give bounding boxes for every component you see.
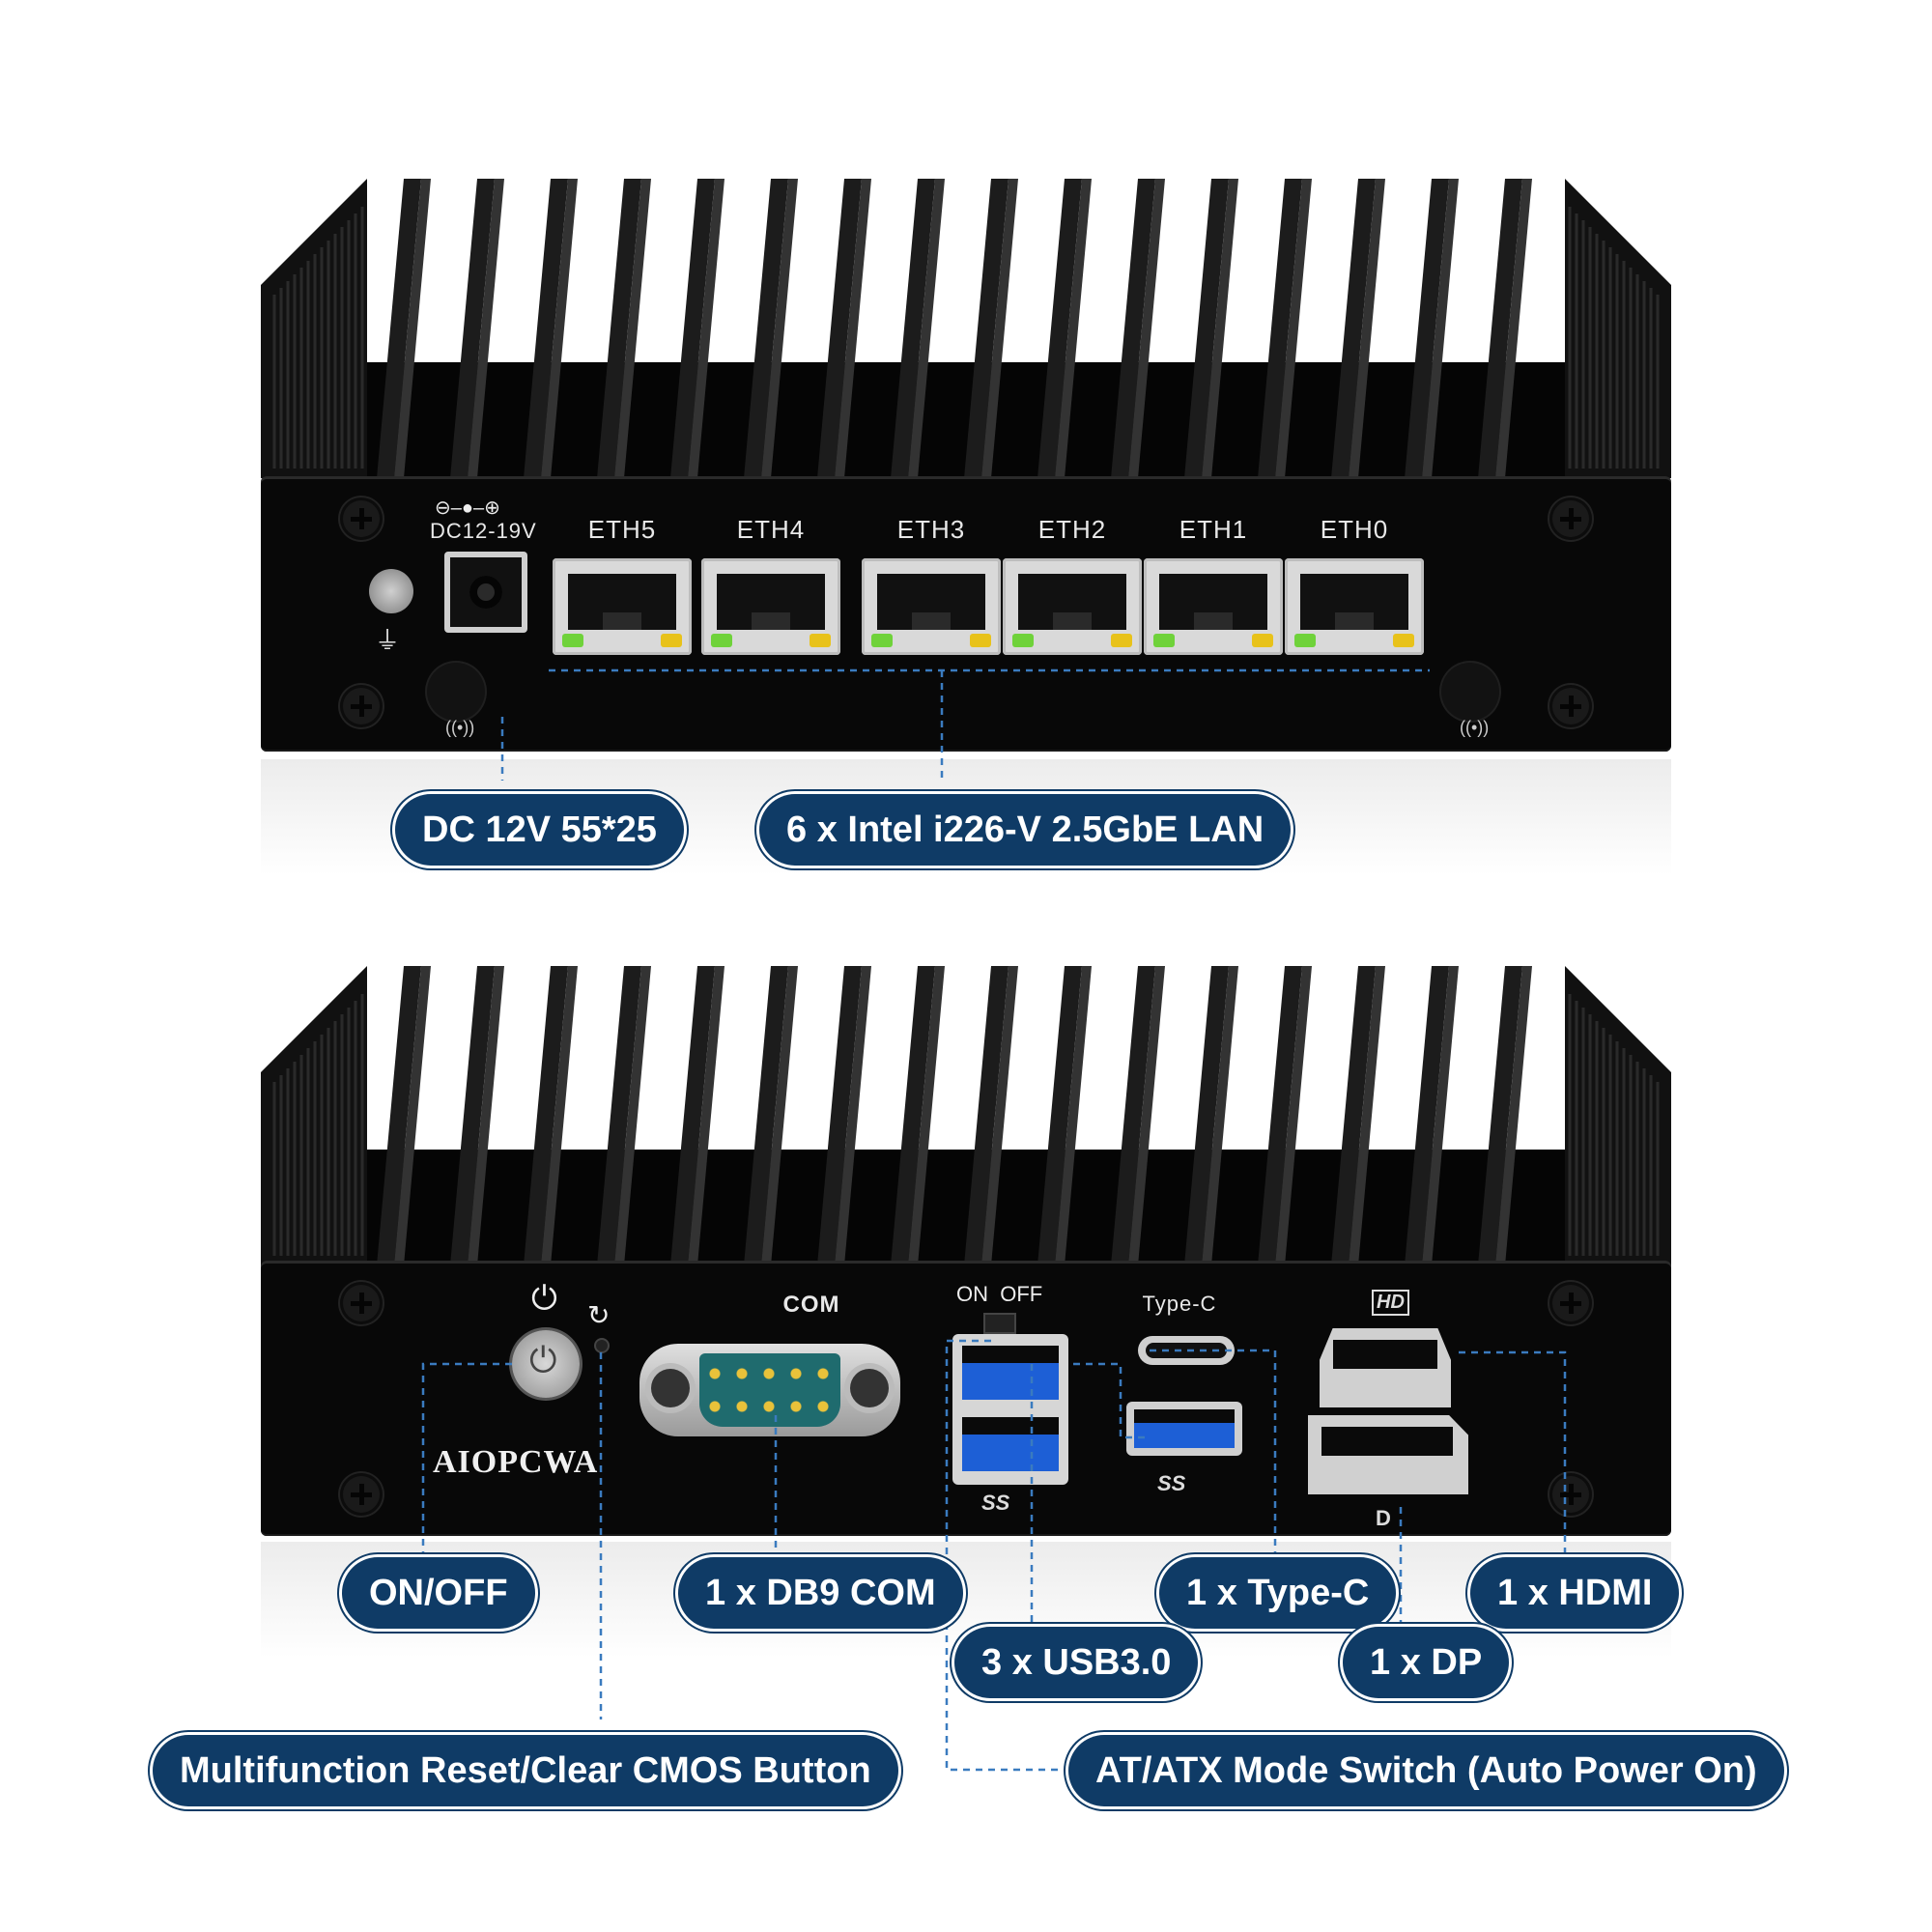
brand-logo: AIOPCWA — [433, 1444, 599, 1480]
ground-symbol-icon: ⏚ — [375, 626, 401, 655]
usb-superspeed-logo: SS — [1157, 1471, 1186, 1495]
displayport-port[interactable] — [1308, 1415, 1468, 1494]
dc-input-label: DC12-19V — [430, 519, 537, 543]
callout-at-atx-switch: AT/ATX Mode Switch (Auto Power On) — [1068, 1735, 1784, 1806]
screw-icon — [340, 1282, 383, 1324]
ground-screw-icon — [369, 569, 413, 613]
eth5-label: ETH5 — [587, 515, 657, 544]
callout-reset-cmos: Multifunction Reset/Clear CMOS Button — [153, 1735, 898, 1806]
callout-typec: 1 x Type-C — [1159, 1557, 1397, 1629]
at-atx-switch-label: ON OFF — [956, 1282, 1043, 1306]
displayport-logo-icon: D — [1376, 1506, 1391, 1530]
screw-icon — [1549, 1282, 1592, 1324]
eth4-port[interactable] — [701, 558, 840, 655]
eth1-label: ETH1 — [1179, 515, 1248, 544]
eth3-port[interactable] — [862, 558, 1001, 655]
usb-superspeed-logo: SS — [981, 1491, 1010, 1515]
dc-polarity-icon: ⊖–●–⊕ — [435, 497, 500, 519]
screw-icon — [340, 685, 383, 727]
eth2-port[interactable] — [1003, 558, 1142, 655]
callout-lan-ports: 6 x Intel i226-V 2.5GbE LAN — [759, 794, 1292, 866]
db9-com-port[interactable] — [639, 1344, 900, 1436]
typec-label: Type-C — [1142, 1292, 1217, 1316]
callout-db9-com: 1 x DB9 COM — [678, 1557, 963, 1629]
usb3-port[interactable] — [1126, 1402, 1242, 1456]
screw-icon — [1549, 685, 1592, 727]
hdmi-logo-icon: HD — [1372, 1290, 1409, 1316]
dc-power-jack[interactable] — [444, 552, 527, 633]
screw-icon — [1549, 497, 1592, 540]
top-heatsink-fins — [261, 179, 1671, 478]
callout-usb: 3 x USB3.0 — [954, 1627, 1199, 1698]
screw-icon — [1549, 1473, 1592, 1516]
wifi-antenna-icon: ((•)) — [1460, 718, 1490, 737]
screw-icon — [340, 1473, 383, 1516]
power-button[interactable]: ⏻ — [512, 1330, 580, 1398]
antenna-plug — [1441, 663, 1499, 721]
com-label: COM — [782, 1292, 840, 1318]
eth2-label: ETH2 — [1037, 515, 1107, 544]
reset-symbol-icon: ↻ — [587, 1300, 611, 1330]
bottom-heatsink-fins — [261, 966, 1671, 1265]
antenna-plug — [427, 663, 485, 721]
eth1-port[interactable] — [1144, 558, 1283, 655]
eth0-port[interactable] — [1285, 558, 1424, 655]
power-icon: ⏻ — [529, 1340, 557, 1379]
hdmi-port[interactable] — [1320, 1328, 1451, 1407]
callout-dc-power: DC 12V 55*25 — [395, 794, 684, 866]
callout-hdmi: 1 x HDMI — [1470, 1557, 1680, 1629]
eth3-label: ETH3 — [896, 515, 966, 544]
typec-port[interactable] — [1138, 1336, 1235, 1365]
screw-icon — [340, 497, 383, 540]
eth4-label: ETH4 — [736, 515, 806, 544]
at-atx-mode-switch[interactable] — [983, 1313, 1016, 1334]
callout-onoff: ON/OFF — [342, 1557, 535, 1629]
bottom-io-panel: ⏻ ⏻ ↻ AIOPCWA COM ON OFF SS Type-C — [261, 1261, 1671, 1536]
eth5-port[interactable] — [553, 558, 692, 655]
top-io-panel: ⏚ ⊖–●–⊕ DC12-19V ((•)) ((•)) ETH5 ETH4 E… — [261, 476, 1671, 752]
power-symbol-icon: ⏻ — [531, 1280, 557, 1317]
dual-usb-port[interactable] — [952, 1334, 1068, 1485]
wifi-antenna-icon: ((•)) — [445, 718, 475, 737]
eth0-label: ETH0 — [1320, 515, 1389, 544]
callout-dp: 1 x DP — [1343, 1627, 1510, 1698]
reset-pinhole-button[interactable] — [596, 1340, 608, 1351]
